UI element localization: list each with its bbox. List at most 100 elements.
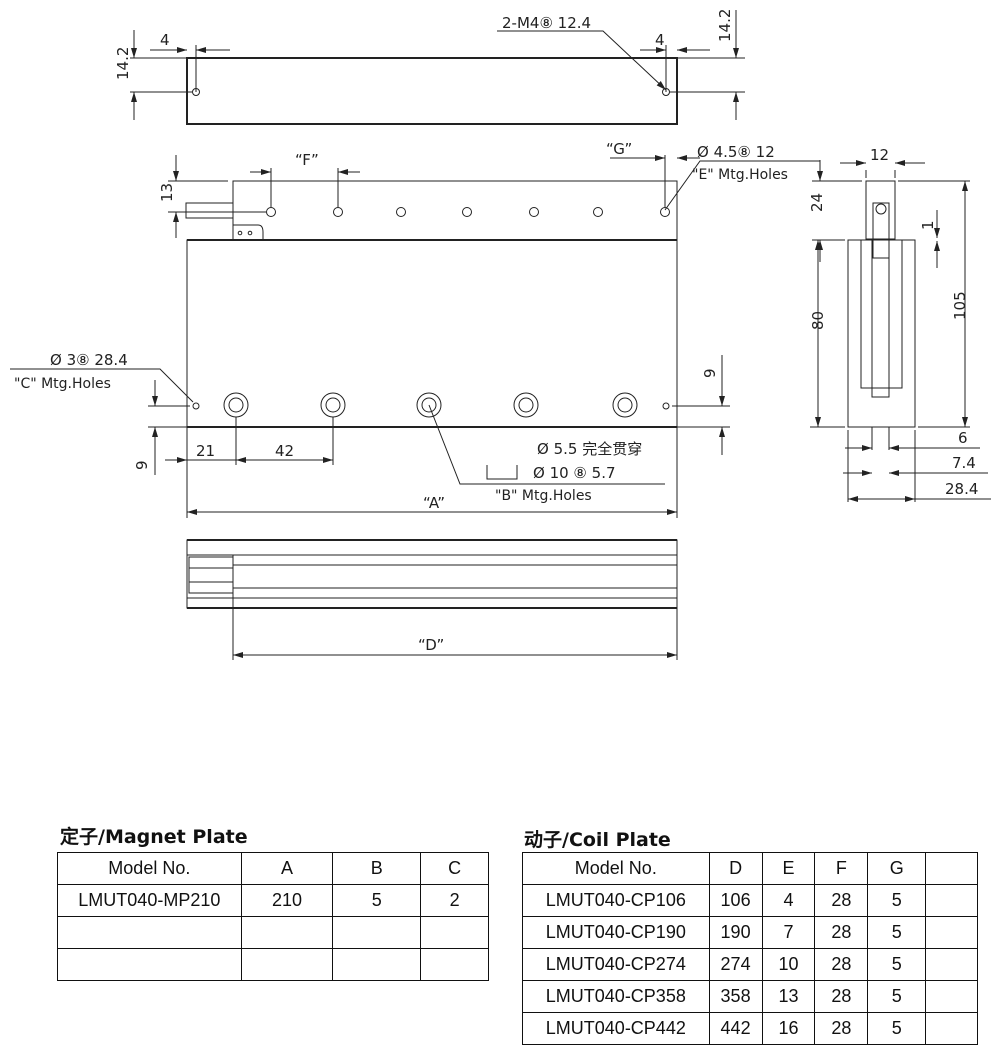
cell: 2 bbox=[420, 884, 489, 917]
b-mounting-holes bbox=[223, 392, 638, 418]
cell bbox=[332, 916, 422, 949]
technical-drawing: 14.2 4 4 14.2 2-M4⑧ 12.4 13 “F” “G” Ø 4.… bbox=[10, 9, 991, 660]
dim-1: 1 bbox=[919, 220, 937, 230]
cell: 4 bbox=[761, 884, 816, 917]
dim-f: “F” bbox=[295, 151, 319, 169]
side-view: 24 12 1 80 105 6 7.4 28.4 bbox=[808, 146, 991, 502]
cell: 16 bbox=[761, 1012, 816, 1045]
header-cell: E bbox=[761, 852, 816, 885]
cell bbox=[925, 884, 978, 917]
cell: 5 bbox=[867, 980, 927, 1013]
model-cell bbox=[57, 948, 242, 981]
dim-9-left: 9 bbox=[133, 460, 151, 470]
cell bbox=[420, 948, 489, 981]
cell: 358 bbox=[708, 980, 763, 1013]
cell: 28 bbox=[814, 884, 869, 917]
header-cell bbox=[925, 852, 978, 885]
cell: 5 bbox=[867, 916, 927, 949]
dim-105: 105 bbox=[951, 291, 969, 320]
cell: 28 bbox=[814, 980, 869, 1013]
cell: 210 bbox=[240, 884, 334, 917]
dim-9-right: 9 bbox=[701, 368, 719, 378]
header-cell: F bbox=[814, 852, 869, 885]
model-cell: LMUT040-CP442 bbox=[522, 1012, 710, 1045]
model-cell: LMUT040-CP358 bbox=[522, 980, 710, 1013]
bottom-view: “D” bbox=[186, 539, 678, 660]
model-cell: LMUT040-CP106 bbox=[522, 884, 710, 917]
e-holes-label: "E" Mtg.Holes bbox=[692, 167, 788, 183]
cell: 28 bbox=[814, 916, 869, 949]
cell: 28 bbox=[814, 1012, 869, 1045]
header-cell: B bbox=[332, 852, 422, 885]
dim-right-offset: 4 bbox=[655, 31, 665, 49]
b-hole-counterbore: Ø 10 ⑧ 5.7 bbox=[533, 464, 616, 482]
counterbore-symbol bbox=[486, 465, 518, 480]
dim-left-offset: 4 bbox=[160, 31, 170, 49]
cell: 274 bbox=[708, 948, 763, 981]
c-holes-label: "C" Mtg.Holes bbox=[14, 376, 111, 392]
dim-24: 24 bbox=[808, 193, 826, 212]
cell bbox=[925, 916, 978, 949]
header-cell: G bbox=[867, 852, 927, 885]
header-cell: C bbox=[420, 852, 489, 885]
e-mounting-holes bbox=[266, 207, 670, 217]
b-holes-label: "B" Mtg.Holes bbox=[495, 488, 592, 504]
front-view: 13 “F” “G” Ø 4.5⑧ 12 "E" Mtg.Holes Ø 3⑧ … bbox=[10, 140, 820, 518]
top-view: 14.2 4 4 14.2 2-M4⑧ 12.4 bbox=[114, 9, 745, 125]
coil-table-title: 动子/Coil Plate bbox=[524, 829, 671, 851]
model-cell bbox=[57, 916, 242, 949]
cell bbox=[925, 948, 978, 981]
header-cell: A bbox=[240, 852, 334, 885]
dim-21: 21 bbox=[196, 442, 215, 460]
dim-7-4: 7.4 bbox=[952, 454, 976, 472]
cable-connector bbox=[185, 202, 234, 219]
dim-6: 6 bbox=[958, 429, 968, 447]
cell: 5 bbox=[332, 884, 422, 917]
cell bbox=[332, 948, 422, 981]
cell: 442 bbox=[708, 1012, 763, 1045]
c-hole-callout: Ø 3⑧ 28.4 bbox=[50, 351, 128, 369]
header-cell: Model No. bbox=[522, 852, 710, 885]
cell: 106 bbox=[708, 884, 763, 917]
dim-12: 12 bbox=[870, 146, 889, 164]
cell bbox=[925, 1012, 978, 1045]
header-cell: Model No. bbox=[57, 852, 242, 885]
bracket bbox=[232, 224, 264, 240]
cell: 5 bbox=[867, 1012, 927, 1045]
header-cell: D bbox=[708, 852, 763, 885]
cell: 28 bbox=[814, 948, 869, 981]
c-hole-right bbox=[662, 402, 670, 410]
cell: 5 bbox=[867, 884, 927, 917]
dim-13: 13 bbox=[158, 183, 176, 202]
magnet-table-title: 定子/Magnet Plate bbox=[60, 826, 248, 848]
cell: 10 bbox=[761, 948, 816, 981]
dim-left-height: 14.2 bbox=[114, 47, 132, 80]
cell: 190 bbox=[708, 916, 763, 949]
cell bbox=[240, 948, 334, 981]
m4-hole-callout: 2-M4⑧ 12.4 bbox=[502, 14, 591, 32]
cell: 7 bbox=[761, 916, 816, 949]
cell: 13 bbox=[761, 980, 816, 1013]
dim-28-4: 28.4 bbox=[945, 480, 978, 498]
c-hole-left bbox=[192, 402, 200, 410]
table-row bbox=[57, 948, 489, 981]
cell bbox=[240, 916, 334, 949]
dim-d: “D” bbox=[418, 636, 444, 654]
model-cell: LMUT040-MP210 bbox=[57, 884, 242, 917]
cell bbox=[420, 916, 489, 949]
dim-42: 42 bbox=[275, 442, 294, 460]
dim-a: “A” bbox=[423, 494, 445, 512]
model-cell: LMUT040-CP274 bbox=[522, 948, 710, 981]
dim-80: 80 bbox=[809, 311, 827, 330]
dim-right-height: 14.2 bbox=[716, 9, 734, 42]
